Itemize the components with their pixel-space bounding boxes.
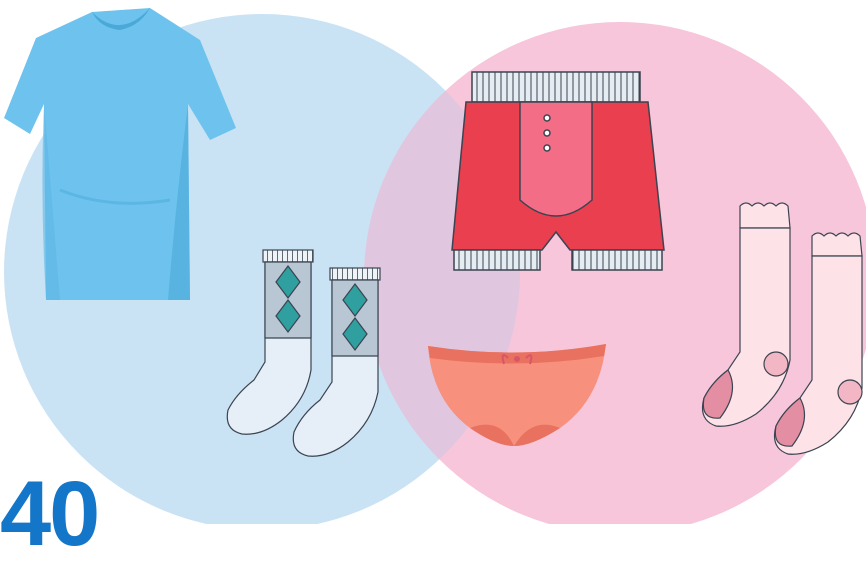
clothing-venn-diagram <box>0 0 866 524</box>
corner-number-text: 40 <box>0 468 98 560</box>
